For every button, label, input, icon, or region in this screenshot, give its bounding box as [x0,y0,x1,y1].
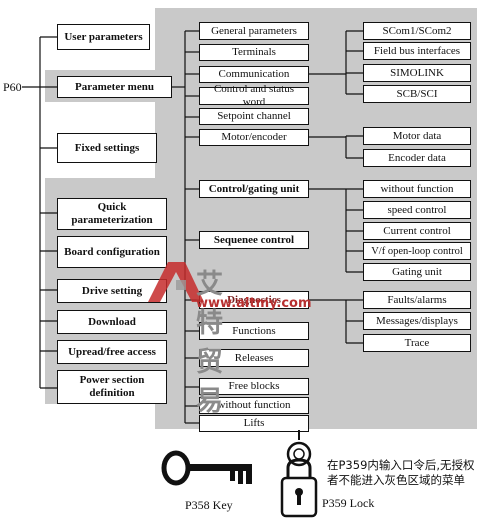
control-gating-unit-box[interactable]: Control/gating unit [199,180,309,198]
encoder-data-box[interactable]: Encoder data [363,149,471,167]
fixed-settings-box[interactable]: Fixed settings [57,133,157,163]
watermark-url-text: www.aitmy.com [196,296,312,311]
free-blocks-box[interactable]: Free blocks [199,378,309,395]
key-label: P358 Key [185,498,233,512]
lock-icon [280,430,318,518]
releases-box[interactable]: Releases [199,349,309,367]
lock-label: P359 Lock [322,496,375,510]
user-parameters-box[interactable]: User parameters [57,24,150,50]
download-box[interactable]: Download [57,310,167,334]
p60-label: P60 [3,80,22,94]
sequence-control-box[interactable]: Sequenee control [199,231,309,249]
communication-box[interactable]: Communication [199,66,309,83]
board-configuration-box[interactable]: Board configuration [57,236,167,268]
messages-displays-box[interactable]: Messages/displays [363,312,471,330]
password-note-line1: 在P359内输入口令后,无授权 [327,458,475,472]
diagnostics-box[interactable]: Diagnostics [199,291,309,309]
drive-setting-box[interactable]: Drive setting [57,279,167,303]
speed-control-box[interactable]: speed control [363,201,471,219]
trace-box[interactable]: Trace [363,334,471,352]
fieldbus-interfaces-box[interactable]: Field bus interfaces [363,42,471,60]
simolink-box[interactable]: SIMOLINK [363,64,471,82]
vf-open-loop-control-box[interactable]: V/f open-loop control [363,242,471,260]
functions-box[interactable]: Functions [199,322,309,340]
quick-parameterization-box[interactable]: Quick parameterization [57,198,167,230]
motor-encoder-box[interactable]: Motor/encoder [199,129,309,146]
password-note-line2: 者不能进入灰色区域的菜单 [327,473,465,487]
motor-data-box[interactable]: Motor data [363,127,471,145]
lifts-box[interactable]: Lifts [199,415,309,432]
general-parameters-box[interactable]: General parameters [199,22,309,40]
terminals-box[interactable]: Terminals [199,44,309,61]
watermark-chinese-text: 艾特贸易 [196,269,224,417]
gating-unit-box[interactable]: Gating unit [363,263,471,281]
upread-free-access-box[interactable]: Upread/free access [57,340,167,364]
current-control-box[interactable]: Current control [363,222,471,240]
power-section-definition-box[interactable]: Power section definition [57,370,167,404]
setpoint-channel-box[interactable]: Setpoint channel [199,108,309,125]
key-icon [161,450,252,486]
scb-sci-box[interactable]: SCB/SCI [363,85,471,103]
scom-box[interactable]: SCom1/SCom2 [363,22,471,40]
without-function-right-box[interactable]: without function [363,180,471,198]
without-function-middle-box[interactable]: without function [199,397,309,414]
parameter-menu-box[interactable]: Parameter menu [57,76,172,98]
faults-alarms-box[interactable]: Faults/alarms [363,291,471,309]
